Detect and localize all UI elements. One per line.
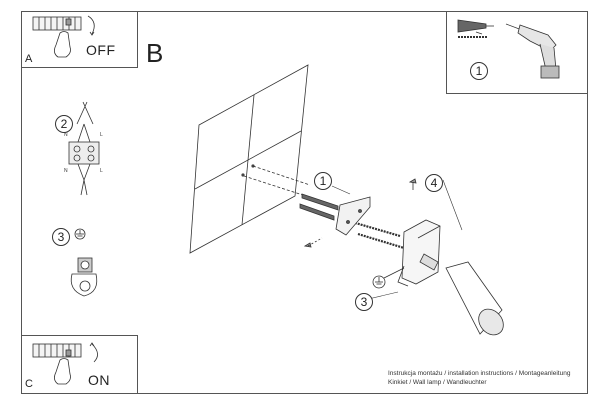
leader-lines — [331, 179, 463, 301]
panel-b-letter: B — [146, 38, 164, 68]
dowel-screw-icon — [457, 19, 494, 38]
step-4-screws: 4 — [425, 174, 443, 192]
dowels-screws — [243, 165, 405, 250]
step-1-mounting: 1 — [314, 172, 332, 190]
mounting-bracket — [335, 196, 371, 236]
diagram-frame — [21, 11, 588, 394]
ground-symbol-icon — [372, 267, 405, 289]
drill-icon — [505, 23, 560, 79]
on-label: ON — [88, 372, 110, 388]
small-screws — [303, 178, 417, 248]
svg-text:L: L — [100, 132, 103, 138]
terminal-block-icon — [68, 101, 100, 196]
terminal-letters: N L N L — [64, 132, 103, 174]
panel-a-letter: A — [25, 53, 33, 65]
step-3-ground-main: 3 — [355, 293, 373, 311]
tools-panel — [446, 11, 588, 94]
ground-terminal-icon — [70, 228, 98, 297]
breaker-off-icon — [32, 15, 95, 58]
caption-line-2: Kinkiet / Wall lamp / Wandleuchter — [388, 379, 487, 386]
off-label: OFF — [86, 42, 116, 58]
step-1-tools: 1 — [470, 62, 488, 80]
step-3-ground-side: 3 — [52, 228, 70, 246]
svg-text:N: N — [64, 168, 68, 174]
svg-text:L: L — [100, 168, 103, 174]
wall-surface — [189, 64, 309, 254]
caption-line-1: Instrukcja montażu / installation instru… — [388, 370, 571, 377]
lamp-body — [397, 219, 504, 336]
step-2-wiring: 2 — [55, 115, 73, 133]
breaker-on-icon — [32, 342, 98, 385]
panel-c-letter: C — [25, 378, 33, 390]
svg-text:N: N — [64, 132, 68, 138]
